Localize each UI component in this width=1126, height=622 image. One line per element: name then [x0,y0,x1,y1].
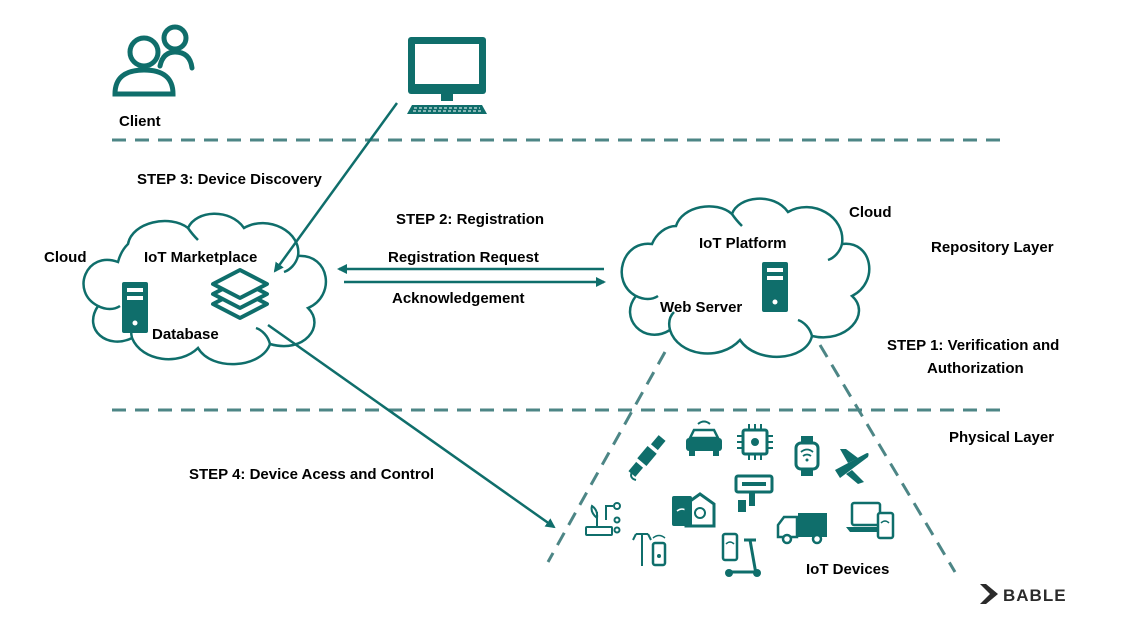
physical-layer-label: Physical Layer [949,429,1054,446]
laptop-tablet-icon [846,501,895,540]
device-cone-left-edge [546,351,667,563]
web-server-label: Web Server [660,299,742,316]
step1-label-line2: Authorization [927,360,1024,377]
step3-discovery-arrow [273,102,399,273]
airplane-icon [835,449,869,484]
step1-label-line1: STEP 1: Verification and [887,337,1059,354]
client-label: Client [119,113,161,130]
step4-label: STEP 4: Device Acess and Control [189,466,434,483]
smart-streetlight-icon [632,533,667,567]
satellite-icon [627,433,667,481]
iot-platform-label: IoT Platform [699,235,787,252]
step4-control-arrow [267,323,556,529]
bable-logo-text: BABLE [1003,586,1067,605]
database-label: Database [152,326,219,343]
desktop-computer-icon [407,37,487,114]
bable-logo-mark [980,584,998,604]
server-icon [122,282,148,333]
smart-home-icon [672,492,716,528]
cloud-left-label: Cloud [44,249,87,266]
step2-label: STEP 2: Registration [396,211,544,228]
cloud-right-shape [620,197,871,359]
registration-request-label: Registration Request [388,249,539,266]
bable-logo: BABLE [980,584,1067,605]
delivery-truck-icon [776,513,827,545]
server-icon [762,262,788,312]
repository-layer-label: Repository Layer [931,239,1054,256]
cloud-right-label: Cloud [849,204,892,221]
acknowledgement-label: Acknowledgement [392,290,525,307]
security-camera-icon [734,474,774,512]
car-icon [686,420,722,456]
layers-icon [211,268,269,320]
iot-devices-label: IoT Devices [806,561,889,578]
e-scooter-icon [721,532,761,577]
chip-icon [737,424,773,460]
device-cone-right-edge [818,344,957,573]
smartwatch-icon [794,436,820,476]
smart-plant-icon [585,502,621,536]
iot-marketplace-label: IoT Marketplace [144,249,257,266]
step3-label: STEP 3: Device Discovery [137,171,322,188]
users-icon [112,24,195,97]
